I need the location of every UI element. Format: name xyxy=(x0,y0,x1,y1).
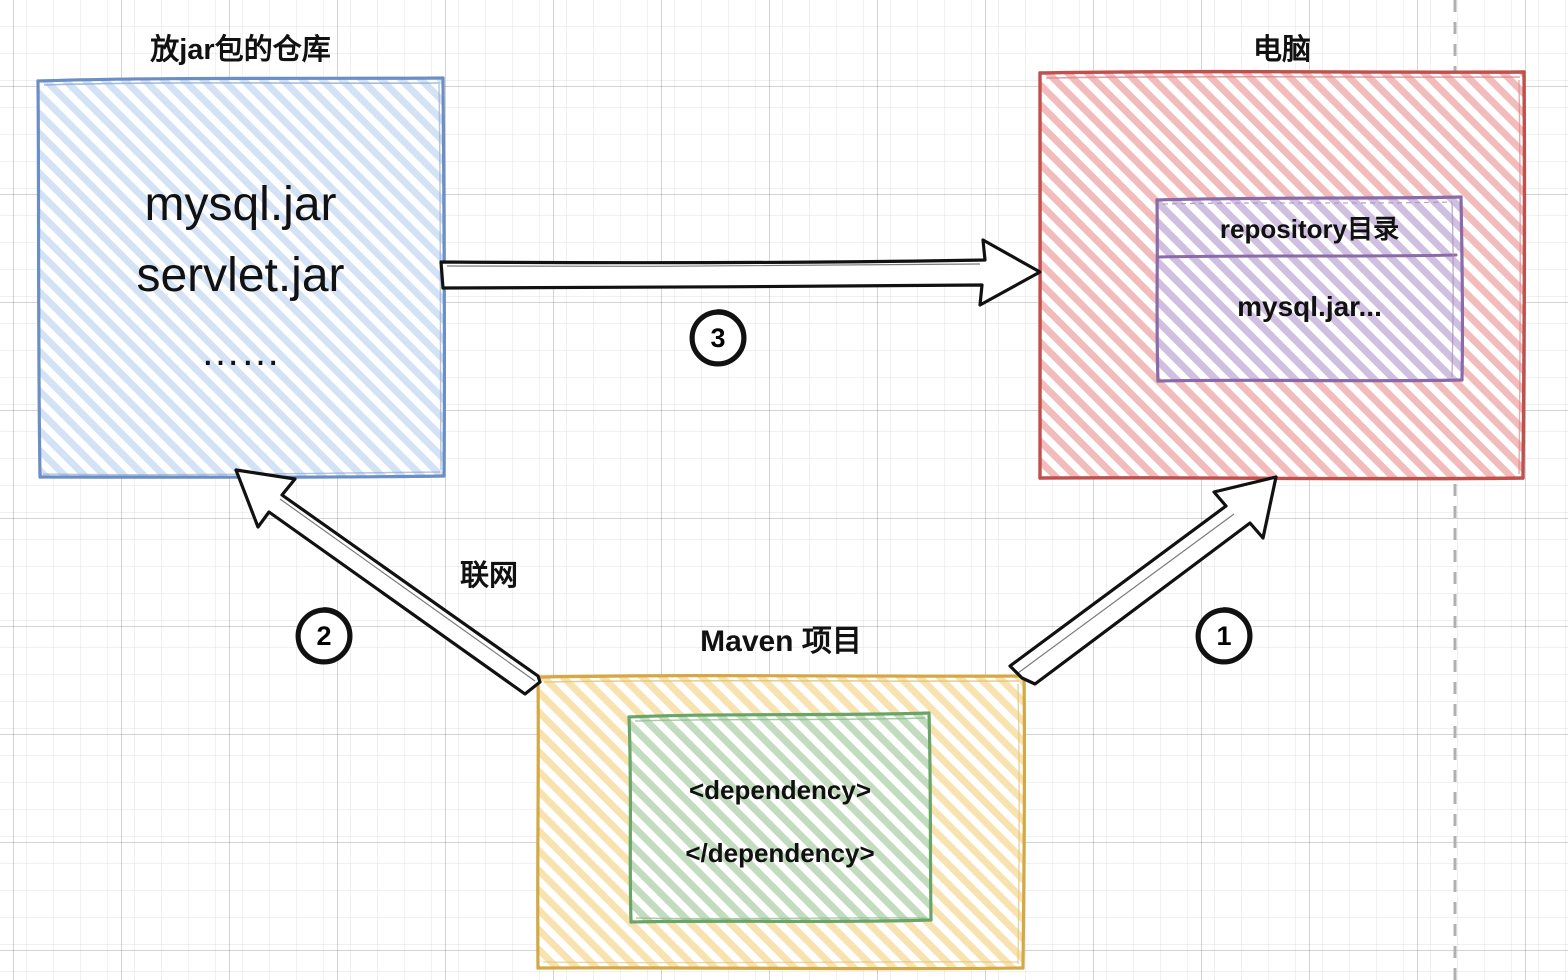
dependency-close-tag: </dependency> xyxy=(685,838,875,868)
step-badge-2: 2 xyxy=(295,607,353,665)
maven-box-shape xyxy=(536,674,1027,971)
repo-line-mysql: mysql.jar xyxy=(144,178,337,231)
network-label: 联网 xyxy=(460,560,519,592)
computer-box-shape xyxy=(1038,69,1527,481)
repository-content-label: mysql.jar... xyxy=(1237,291,1382,322)
dependency-open-tag: <dependency> xyxy=(688,775,872,805)
repo-box-title: 放jar包的仓库 xyxy=(150,34,331,66)
step-badge-2-number: 2 xyxy=(316,620,332,651)
maven-box-title: Maven 项目 xyxy=(700,625,862,658)
repo-line-servlet: servlet.jar xyxy=(136,249,345,302)
repo-line-ellipsis: …… xyxy=(200,330,281,374)
arrow-repo-to-computer xyxy=(439,238,1042,307)
step-badge-1-number: 1 xyxy=(1216,620,1232,651)
step-badge-1: 1 xyxy=(1195,607,1253,665)
dependency-box-shape xyxy=(627,711,933,924)
circle-outline-icon xyxy=(1195,607,1253,665)
step-badge-3-number: 3 xyxy=(710,322,726,353)
step-badge-3: 3 xyxy=(689,309,747,367)
circle-outline-icon xyxy=(689,309,747,367)
circle-outline-icon xyxy=(295,607,353,665)
computer-box-title: 电脑 xyxy=(1252,34,1311,66)
repository-header-label: repository目录 xyxy=(1219,214,1400,244)
